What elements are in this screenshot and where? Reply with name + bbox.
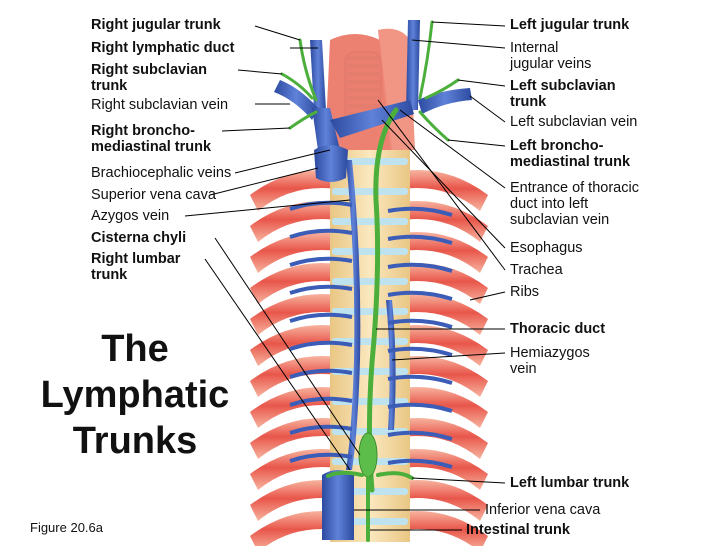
rib-right [250,294,338,335]
rib-left [402,449,488,490]
leader-line [411,477,506,484]
label-right-subclavian-trunk: Right subclavian trunk [91,62,208,94]
intercostal-vein-right [289,228,353,239]
intercostal-vein-right [289,340,353,351]
intercostal-veins [289,200,453,469]
rib-right [250,170,338,211]
rib-right [250,480,338,521]
leader-line [391,352,506,361]
intercostal-vein-right [289,368,353,379]
leader-line [214,237,361,456]
intercostal-vein-right [289,256,353,267]
intercostal-vein-left [387,206,453,217]
leader-line [377,99,506,271]
rib-right [250,201,338,242]
intervertebral-disc [332,278,408,285]
leader-line [447,139,506,147]
intercostal-vein-left [387,318,453,329]
intercostal-vein-left [387,402,453,413]
leader-line [237,69,283,75]
rib-left [402,232,488,273]
intercostal-vein-left [387,374,453,385]
label-left-subclavian-vein: Left subclavian vein [510,114,638,130]
rib-right [250,387,338,428]
rib-right [250,511,338,546]
intercostal-vein-left [387,234,453,245]
leader-line [221,127,291,132]
intervertebral-disc [332,188,408,195]
leader-line [431,21,506,27]
leader-line [469,95,506,123]
label-hemiazygos-vein: Hemiazygos vein [510,345,590,377]
label-esophagus: Esophagus [510,240,583,256]
leader-line [457,79,506,87]
intervertebral-disc [332,248,408,255]
leader-lines [184,21,506,531]
label-right-lumbar-trunk: Right lumbar trunk [91,251,181,283]
label-thoracic-duct: Thoracic duct [510,321,606,337]
label-superior-vena-cava: Superior vena cava [91,187,216,203]
leader-line [204,258,351,471]
leader-line [234,149,331,174]
intervertebral-disc [332,218,408,225]
figure-caption: Figure 20.6a [30,520,103,535]
leader-line [399,109,506,189]
label-left-lumbar-trunk: Left lumbar trunk [510,475,630,491]
label-inferior-vena-cava: Inferior vena cava [485,502,601,518]
leader-line [469,291,506,301]
rib-right [250,263,338,304]
label-intestinal-trunk: Intestinal trunk [466,522,570,538]
label-azygos-vein: Azygos vein [91,208,170,224]
label-right-jugular-trunk: Right jugular trunk [91,17,221,33]
label-left-bronchomediastinal-trunk: Left broncho- mediastinal trunk [510,138,631,170]
intercostal-vein-left [387,262,453,273]
intercostal-vein-left [387,346,453,357]
leader-line [184,199,351,217]
label-left-subclavian-trunk: Left subclavian trunk [510,78,616,110]
intercostal-vein-right [289,284,353,295]
label-right-subclavian-vein: Right subclavian vein [91,97,229,113]
intercostal-vein-right [289,452,353,463]
leader-line [381,119,506,249]
label-internal-jugular-veins: Internal jugular veins [510,40,592,72]
label-right-lymphatic-duct: Right lymphatic duct [91,40,235,56]
label-entrance-thoracic-duct: Entrance of thoracic duct into left subc… [510,180,639,228]
leader-line [209,167,319,196]
label-ribs: Ribs [510,284,540,300]
intercostal-vein-right [289,312,353,323]
leader-line [254,25,301,41]
label-brachiocephalic-veins: Brachiocephalic veins [91,165,232,181]
intercostal-vein-left [387,290,453,301]
intercostal-vein-left [387,430,453,441]
label-trachea: Trachea [510,262,563,278]
leader-line [411,39,506,49]
ribs-layer [250,170,488,546]
label-right-bronchomediastinal-trunk: Right broncho- mediastinal trunk [91,123,212,155]
rib-left [402,480,488,521]
lymphatic-vessels [280,20,460,542]
rib-left [402,263,488,304]
rib-left [402,294,488,335]
rib-left [402,511,488,546]
intercostal-vein-right [289,396,353,407]
rib-right [250,232,338,273]
label-cisterna-chyli: Cisterna chyli [91,230,187,246]
page-title: The Lymphatic Trunks [40,328,230,462]
rib-right [250,449,338,490]
intercostal-vein-left [387,458,453,469]
rib-left [402,356,488,397]
label-left-jugular-trunk: Left jugular trunk [510,17,630,33]
veins [274,20,472,540]
